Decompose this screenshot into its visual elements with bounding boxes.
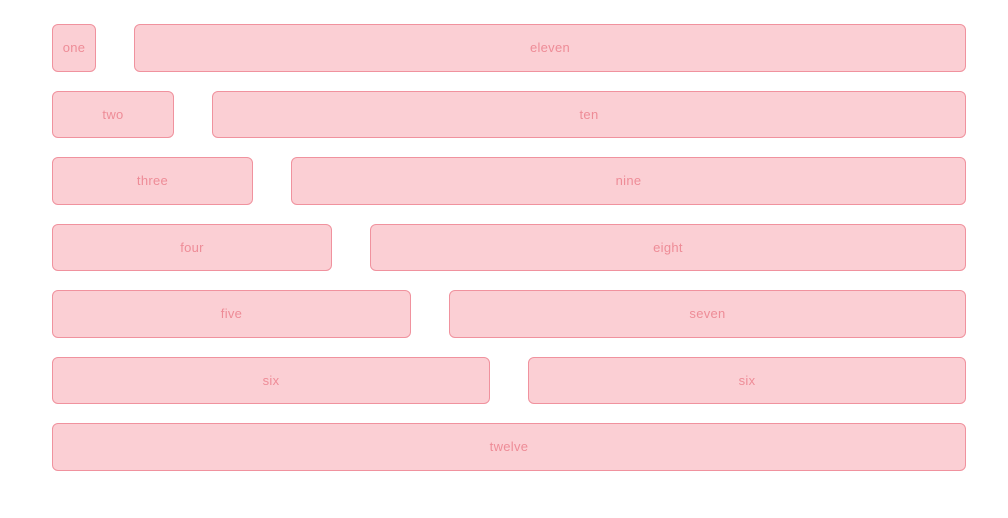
grid-row-7: twelve bbox=[52, 423, 966, 471]
box-three: three bbox=[52, 157, 253, 205]
box-six-left: six bbox=[52, 356, 490, 404]
grid-row-3: three nine bbox=[52, 157, 966, 205]
box-eight: eight bbox=[370, 223, 966, 271]
box-five: five bbox=[52, 290, 411, 338]
box-one: one bbox=[52, 24, 96, 72]
box-eleven: eleven bbox=[134, 24, 966, 72]
box-six-right: six bbox=[528, 356, 966, 404]
grid-row-5: five seven bbox=[52, 290, 966, 338]
box-two: two bbox=[52, 90, 174, 138]
flex-grid-container: one eleven two ten three nine four eight… bbox=[52, 24, 966, 471]
box-nine: nine bbox=[291, 157, 966, 205]
grid-row-6: six six bbox=[52, 356, 966, 404]
box-ten: ten bbox=[212, 90, 966, 138]
grid-row-4: four eight bbox=[52, 223, 966, 271]
grid-row-1: one eleven bbox=[52, 24, 966, 72]
box-twelve: twelve bbox=[52, 423, 966, 471]
grid-row-2: two ten bbox=[52, 90, 966, 138]
box-four: four bbox=[52, 223, 332, 271]
box-seven: seven bbox=[449, 290, 966, 338]
